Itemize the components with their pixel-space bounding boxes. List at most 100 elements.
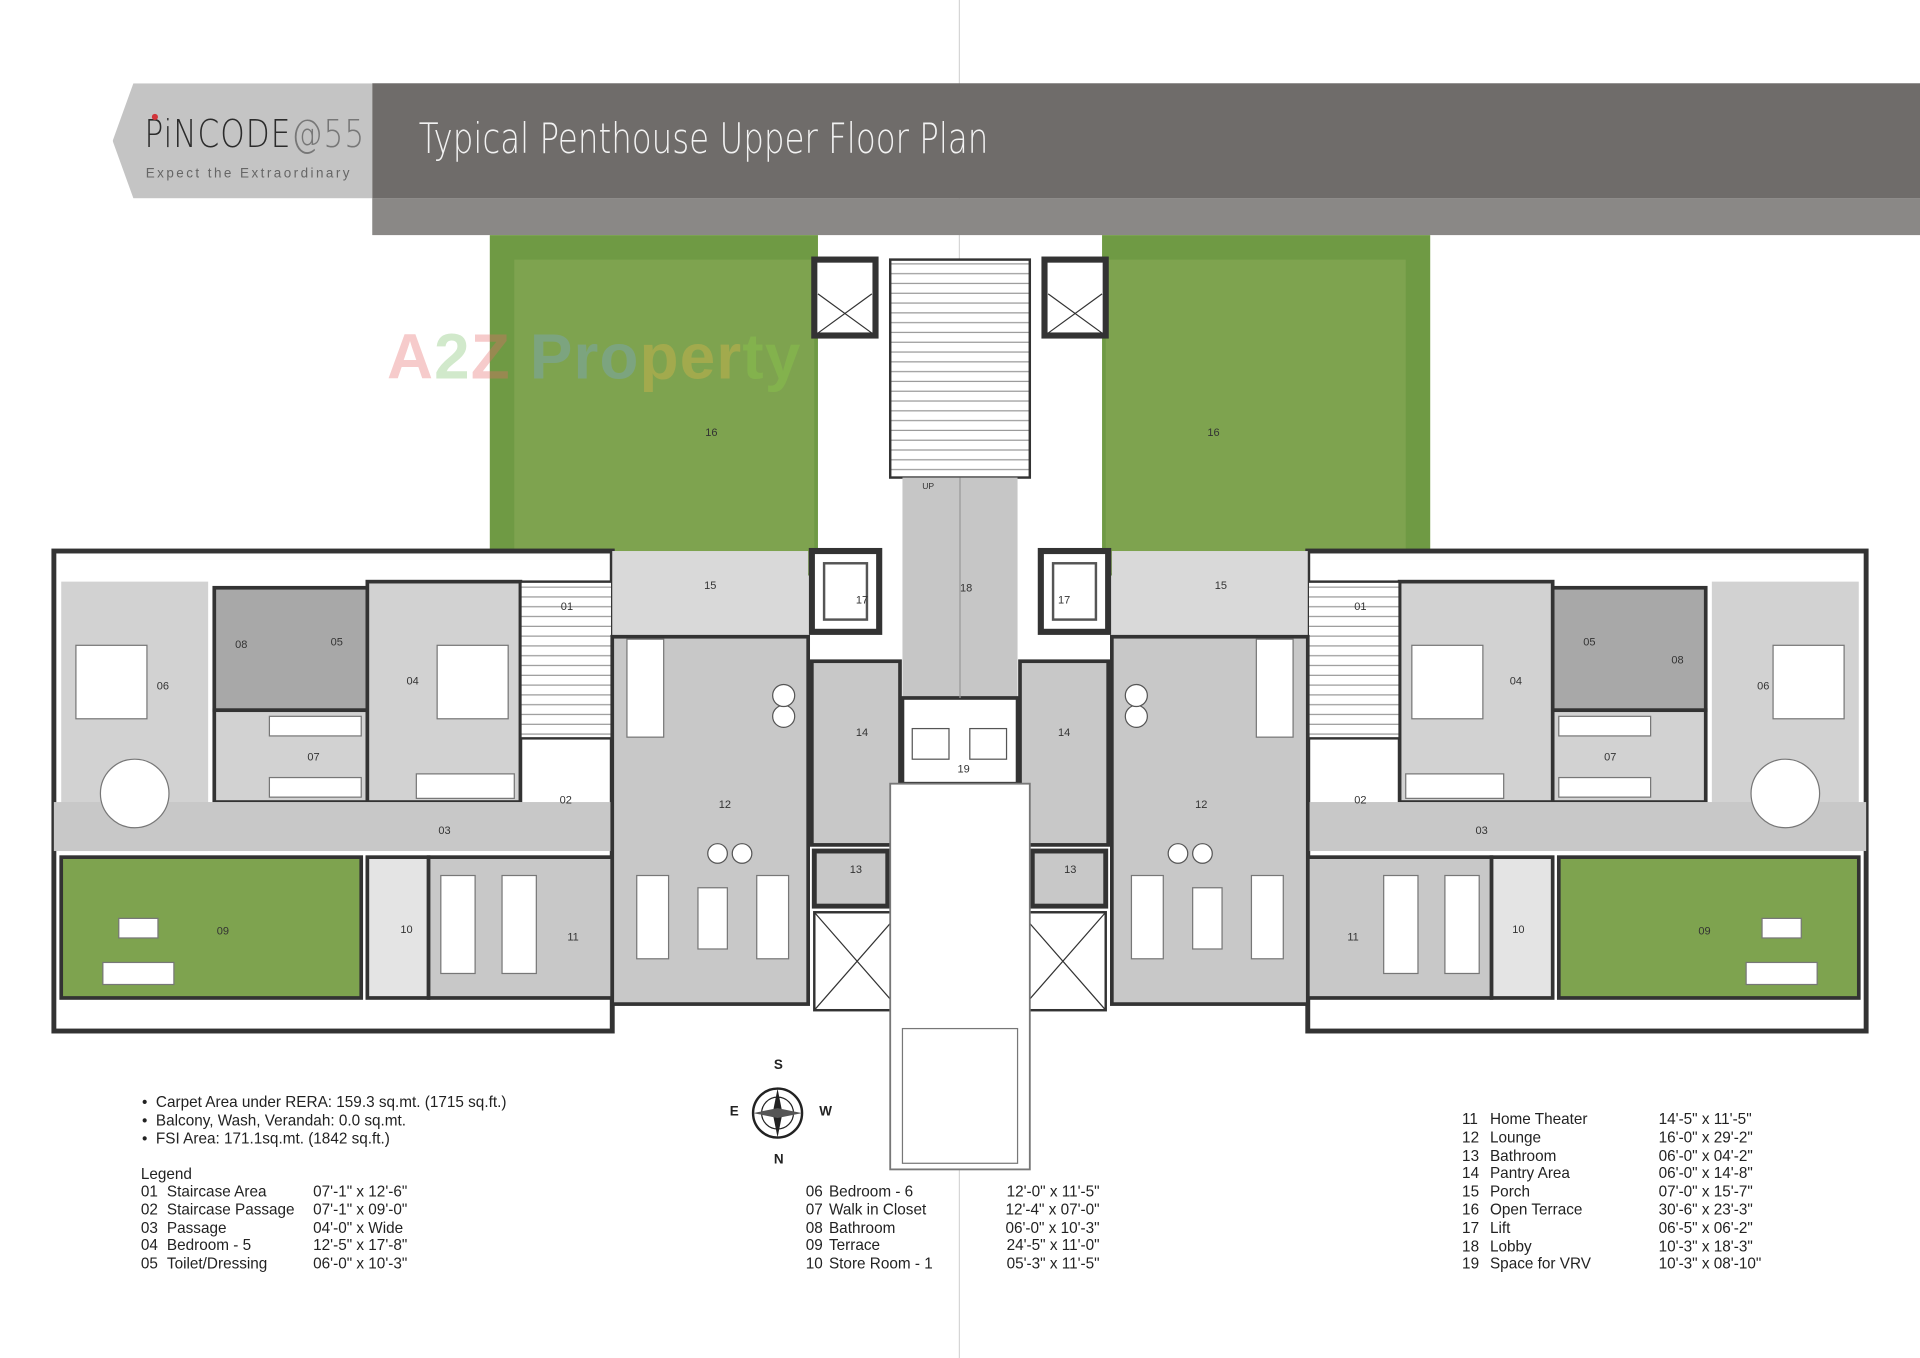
room-label: 02	[1354, 793, 1367, 806]
room-label: 18	[959, 581, 973, 594]
area-summary: • Carpet Area under RERA: 159.3 sq.mt. (…	[142, 1093, 506, 1147]
logo-main: PiNCODE	[144, 112, 292, 157]
room-label: 09	[216, 924, 229, 937]
room-label: 11	[1347, 930, 1359, 943]
legend-row: 08 Bathroom 06'-0" x 10'-3"	[806, 1219, 1100, 1237]
legend-no: 16	[1462, 1201, 1480, 1219]
legend-size: 06'-5" x 06'-2"	[1658, 1219, 1753, 1237]
fsi-area: FSI Area: 171.1sq.mt. (1842 sq.ft.)	[155, 1129, 390, 1147]
unit-right	[1020, 235, 1866, 1031]
room-label: 11	[567, 930, 579, 943]
legend-no: 09	[805, 1237, 823, 1255]
legend-no: 05	[140, 1255, 158, 1273]
legend-no: 10	[805, 1255, 823, 1273]
room-label: 13	[849, 863, 863, 876]
legend-name: Walk in Closet	[828, 1200, 927, 1219]
legend-name: Lobby	[1489, 1237, 1532, 1255]
legend-no: 19	[1462, 1255, 1480, 1273]
legend-size: 06'-0" x 14'-8"	[1658, 1164, 1753, 1183]
legend-name: Open Terrace	[1489, 1201, 1583, 1219]
legend-name: Space for VRV	[1489, 1255, 1591, 1273]
legend-no: 18	[1462, 1237, 1480, 1255]
legend-name: Store Room - 1	[828, 1255, 933, 1273]
area-item: • Balcony, Wash, Verandah: 0.0 sq.mt.	[142, 1111, 407, 1129]
legend-size: 06'-0" x 10'-3"	[313, 1255, 408, 1273]
room-label: 12	[1195, 798, 1208, 811]
legend-size: 10'-3" x 18'-3"	[1658, 1237, 1753, 1255]
room-label: 05	[1583, 635, 1596, 648]
compass-west: W	[819, 1104, 832, 1120]
legend-name: Home Theater	[1489, 1110, 1588, 1128]
legend-no: 11	[1462, 1110, 1478, 1128]
legend-size: 07'-1" x 12'-6"	[313, 1182, 408, 1201]
legend-no: 06	[805, 1182, 823, 1201]
room-label: 16	[1207, 426, 1220, 439]
room-label: 05	[330, 635, 343, 648]
legend-no: 07	[805, 1200, 823, 1219]
legend-size: 07'-1" x 09'-0"	[313, 1200, 408, 1219]
room-label: 08	[1671, 653, 1684, 667]
logo-suffix: @55	[291, 112, 366, 157]
room-label: 02	[559, 793, 572, 806]
room-label: 06	[1757, 679, 1770, 692]
room-label: 17	[855, 593, 869, 607]
room-label: 15	[1214, 579, 1227, 592]
legend-no: 15	[1462, 1183, 1480, 1201]
watermark: A2Z Property	[386, 322, 802, 394]
legend-size: 14'-5" x 11'-5"	[1658, 1110, 1752, 1128]
legend-row: 15 Porch 07'-0" x 15'-7"	[1462, 1183, 1793, 1201]
page-title: Typical Penthouse Upper Floor Plan	[418, 115, 989, 165]
legend-title: Legend	[140, 1165, 192, 1183]
title-bar	[372, 83, 1920, 199]
legend-name: Terrace	[828, 1237, 881, 1255]
legend-name: Bathroom	[1489, 1146, 1557, 1165]
compass-north: N	[773, 1152, 784, 1167]
legend-row: 19 Space for VRV 10'-3" x 08'-10"	[1462, 1256, 1793, 1274]
room-label: 04	[1509, 674, 1523, 687]
logo-tagline: Expect the Extraordinary	[145, 166, 352, 182]
room-label: 08	[235, 637, 248, 651]
legend-name: Porch	[1489, 1183, 1530, 1201]
room-label: 19	[957, 762, 970, 776]
legend-no: 01	[140, 1182, 158, 1201]
legend-row: 18 Lobby 10'-3" x 18'-3"	[1462, 1237, 1793, 1255]
legend-size: 07'-0" x 15'-7"	[1658, 1183, 1753, 1201]
logo-tab	[112, 83, 373, 199]
legend-size: 30'-6" x 23'-3"	[1658, 1201, 1753, 1219]
legend-row: 16 Open Terrace 30'-6" x 23'-3"	[1462, 1201, 1793, 1219]
legend-name: Passage	[166, 1219, 227, 1237]
room-label: 01	[1354, 600, 1367, 613]
room-label: 01	[560, 600, 574, 613]
legend-name: Lift	[1489, 1219, 1511, 1237]
legend-name: Bathroom	[828, 1219, 896, 1237]
legend-no: 04	[140, 1237, 158, 1255]
room-label: 17	[1057, 593, 1071, 607]
legend-name: Toilet/Dressing	[166, 1255, 268, 1273]
legend-size: 10'-3" x 08'-10"	[1658, 1255, 1762, 1273]
legend-size: 16'-0" x 29'-2"	[1658, 1128, 1753, 1146]
legend-name: Bedroom - 5	[166, 1237, 252, 1255]
legend-name: Staircase Area	[166, 1182, 267, 1201]
legend-size: 06'-0" x 10'-3"	[1005, 1219, 1100, 1237]
room-label: 07	[307, 750, 320, 763]
room-label: 03	[438, 824, 451, 837]
title-bar-lower	[372, 198, 1920, 236]
legend-size: 05'-3" x 11'-5"	[1006, 1255, 1100, 1273]
legend-no: 02	[140, 1200, 158, 1219]
compass-icon	[751, 1087, 804, 1139]
room-label: 15	[704, 579, 717, 592]
legend-no: 03	[140, 1219, 158, 1237]
legend-no: 08	[805, 1219, 823, 1237]
legend-row: 10 Store Room - 1 05'-3" x 11'-5"	[806, 1255, 1100, 1273]
legend-name: Pantry Area	[1489, 1164, 1570, 1183]
